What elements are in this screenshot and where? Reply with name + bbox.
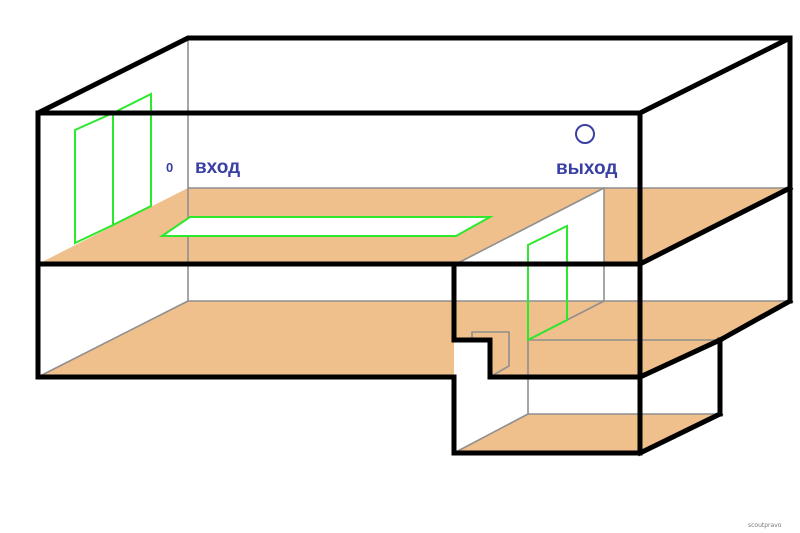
upper-floor-right — [604, 188, 790, 264]
entrance-label: вход — [195, 157, 240, 178]
highlights — [74, 92, 568, 342]
wall-panel-left — [74, 111, 114, 245]
floor-opening — [158, 216, 494, 237]
lower-floor — [38, 301, 790, 377]
exit-label: выход — [556, 158, 617, 179]
wall-panel-right — [112, 92, 152, 227]
labels: 0 вход выход scoutpravo — [166, 124, 782, 529]
watermark: scoutpravo — [748, 522, 782, 529]
basement-floor — [454, 414, 718, 453]
zero-label: 0 — [166, 160, 173, 175]
lower-wall-panel — [527, 224, 568, 342]
outline — [35, 35, 794, 457]
circle-icon — [575, 124, 595, 144]
floors — [38, 188, 790, 453]
